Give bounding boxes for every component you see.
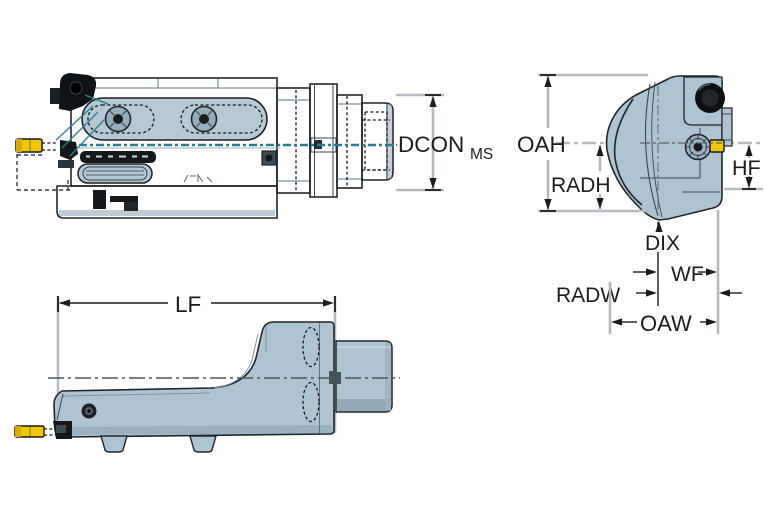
pocket-edge bbox=[645, 83, 659, 217]
dim-oah: OAH bbox=[517, 73, 648, 213]
clamp-screw bbox=[81, 403, 97, 419]
coolant-jets bbox=[55, 94, 109, 157]
tool-body-base bbox=[56, 185, 278, 219]
clamp-screw bbox=[190, 105, 218, 133]
side-step bbox=[721, 107, 733, 147]
label-dcon-subscript: MS bbox=[470, 146, 493, 163]
clamp-lever bbox=[93, 190, 138, 211]
base-shade bbox=[59, 210, 275, 216]
laser-marking bbox=[183, 173, 213, 183]
stop-block bbox=[261, 150, 277, 166]
label-dix: DIX bbox=[645, 232, 680, 255]
cutting-insert bbox=[14, 425, 56, 438]
label-oah: OAH bbox=[517, 132, 566, 157]
tool-body bbox=[53, 321, 335, 438]
dim-hf: HF bbox=[724, 145, 763, 191]
dim-dix: DIX bbox=[645, 221, 680, 306]
cutting-insert bbox=[709, 139, 725, 153]
side-view bbox=[15, 73, 397, 219]
phantom-outline bbox=[16, 154, 70, 191]
label-hf: HF bbox=[732, 156, 761, 180]
clamp-screw-head bbox=[695, 83, 725, 113]
label-dcon: DCON bbox=[398, 132, 464, 157]
end-view bbox=[556, 75, 762, 221]
label-oaw: OAW bbox=[640, 311, 692, 336]
slot-oval bbox=[302, 381, 320, 423]
clamp-foot bbox=[189, 435, 217, 453]
dim-oaw: OAW bbox=[608, 282, 717, 336]
slot-left bbox=[87, 104, 155, 134]
clamp-foot bbox=[100, 435, 128, 453]
engraving-band bbox=[80, 151, 156, 163]
dim-lf: LF bbox=[57, 292, 336, 317]
cutting-insert bbox=[15, 138, 58, 153]
dim-wf: WF bbox=[633, 210, 720, 334]
label-lf: LF bbox=[175, 292, 201, 317]
pocket bbox=[81, 97, 268, 141]
lower-pocket bbox=[77, 163, 153, 184]
clamp-screw bbox=[104, 105, 132, 133]
dim-radh: RADH bbox=[551, 145, 611, 209]
insert-clamp bbox=[50, 73, 97, 111]
coupling-cylinder bbox=[336, 94, 363, 189]
body-shade bbox=[60, 425, 332, 435]
dim-dcon: DCON MS bbox=[396, 93, 493, 192]
coupling-neck bbox=[276, 87, 311, 194]
dim-radw: RADW bbox=[556, 284, 742, 307]
label-wf: WF bbox=[671, 263, 704, 286]
slot-oval bbox=[302, 326, 320, 368]
label-radw: RADW bbox=[556, 284, 620, 307]
coupling-cylinder bbox=[335, 340, 393, 413]
label-radh: RADH bbox=[551, 174, 611, 197]
top-view bbox=[14, 296, 400, 453]
coupling-end bbox=[361, 102, 394, 181]
insert-screw bbox=[684, 133, 712, 161]
